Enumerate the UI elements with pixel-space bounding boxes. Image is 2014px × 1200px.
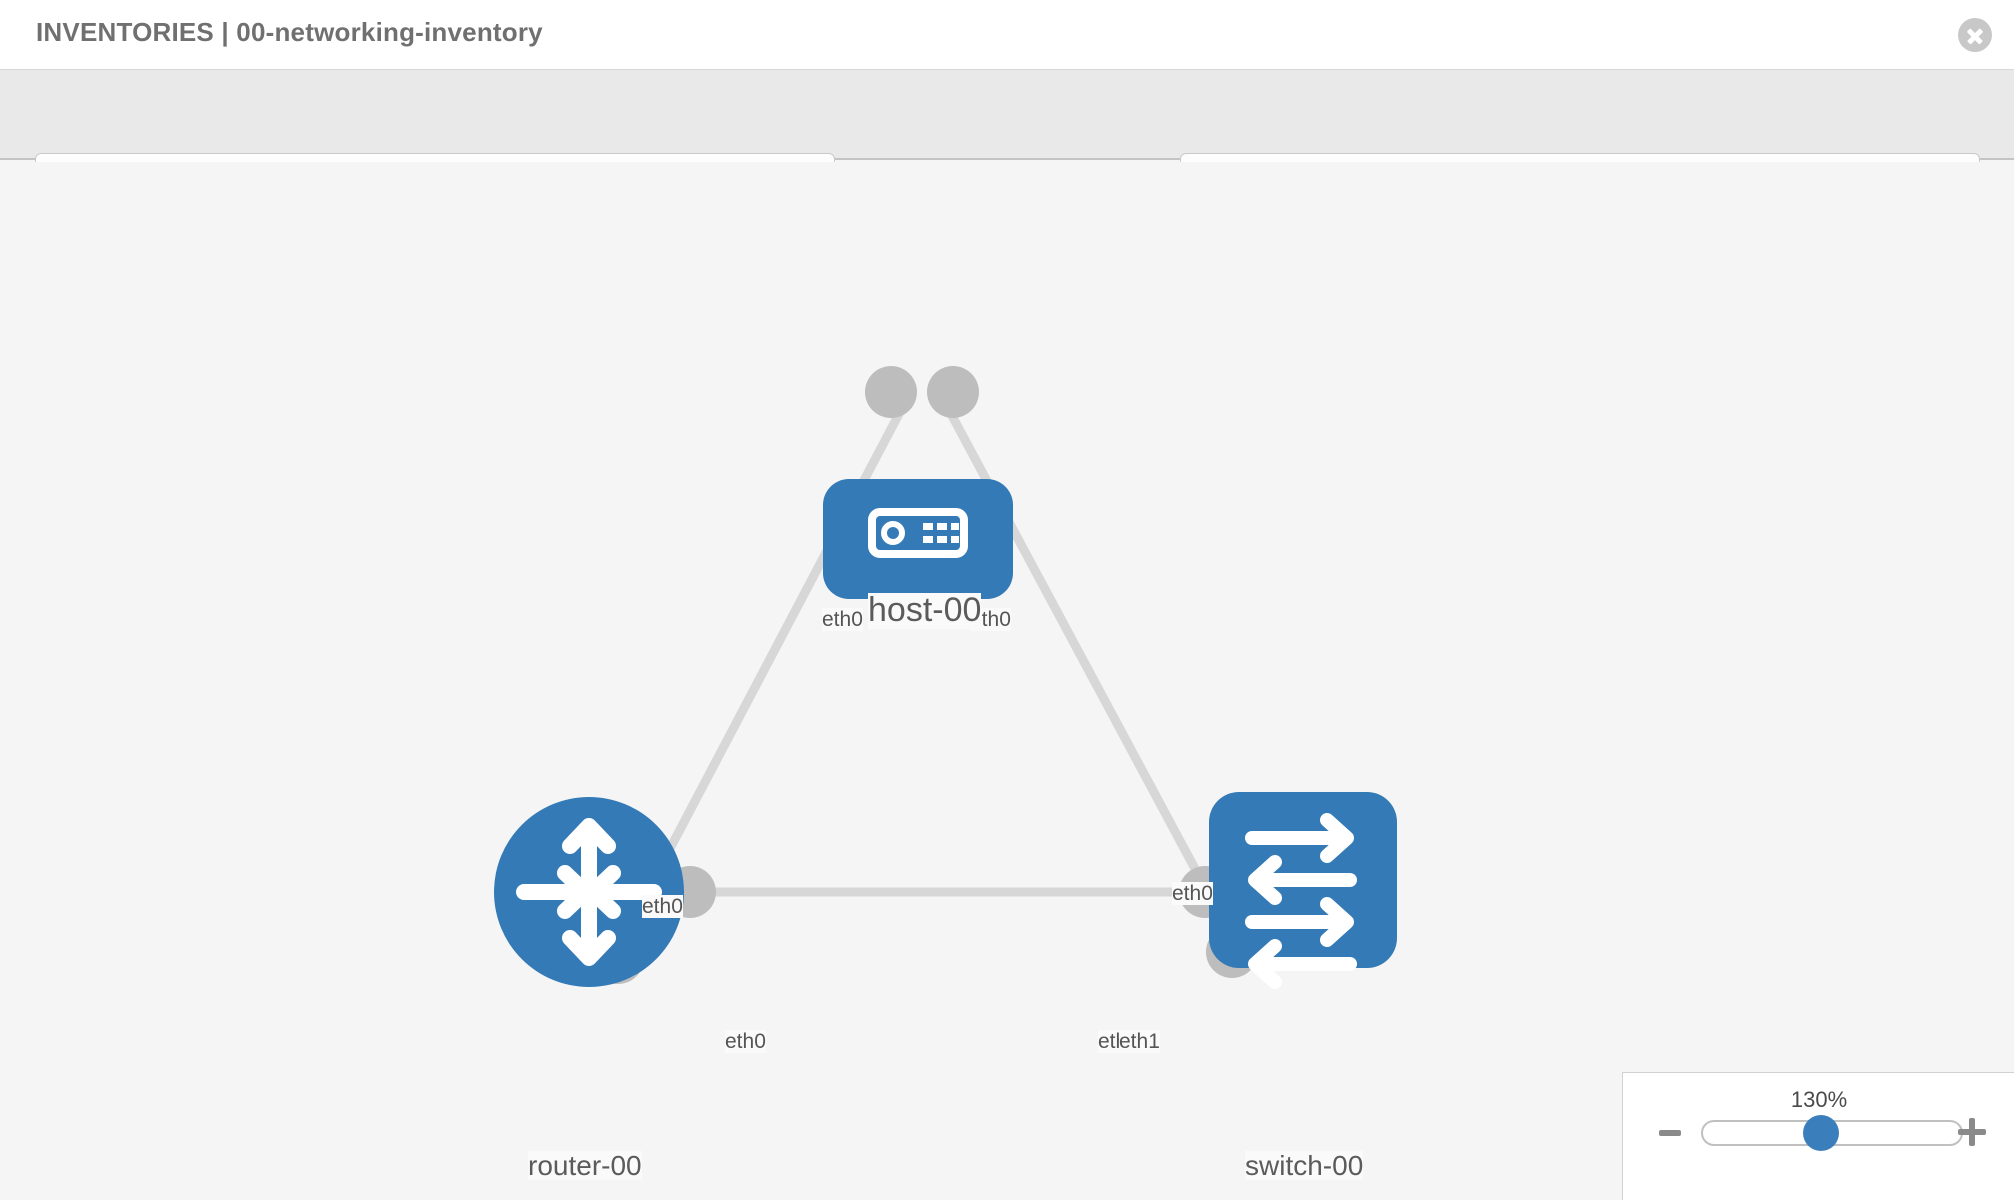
iface-label-router-uplink: eth0	[642, 895, 683, 919]
node-router-00	[494, 797, 684, 987]
node-switch-00	[1209, 792, 1397, 989]
page-header: INVENTORIES | 00-networking-inventory	[0, 0, 2014, 70]
toolbar: ACTIONS SEARCH	[0, 70, 2014, 207]
topology-graph	[494, 366, 1397, 989]
iface-label-router-right: eth0	[725, 1030, 766, 1054]
page-title: INVENTORIES | 00-networking-inventory	[36, 17, 543, 47]
zoom-percent-label: 130%	[1790, 1087, 1848, 1112]
plus-icon[interactable]	[1958, 1118, 1986, 1146]
close-icon[interactable]	[1958, 18, 1992, 52]
iface-label-switch-left-front: eth1	[1119, 1030, 1160, 1054]
minus-icon[interactable]	[1659, 1130, 1681, 1136]
node-label-router-00: router-00	[528, 1150, 642, 1181]
endpoint-host-left	[865, 366, 917, 418]
switch-arrows-icon	[1245, 813, 1357, 989]
zoom-control-panel: 130%	[1622, 1072, 2014, 1200]
endpoint-host-right	[927, 366, 979, 418]
zoom-slider-thumb[interactable]	[1803, 1115, 1839, 1151]
router-arrows-icon	[516, 818, 662, 966]
server-icon	[868, 508, 968, 558]
iface-label-host-left: eth0	[822, 608, 863, 632]
node-host-00	[823, 479, 1013, 599]
topology-canvas[interactable]: eth0 eth0 eth0 eth0 eth0 eth eth1 host-0…	[0, 162, 2014, 1200]
node-label-switch-00: switch-00	[1245, 1150, 1364, 1181]
node-label-host-00: host-00	[868, 591, 982, 629]
iface-label-switch-uplink: eth0	[1172, 882, 1213, 906]
